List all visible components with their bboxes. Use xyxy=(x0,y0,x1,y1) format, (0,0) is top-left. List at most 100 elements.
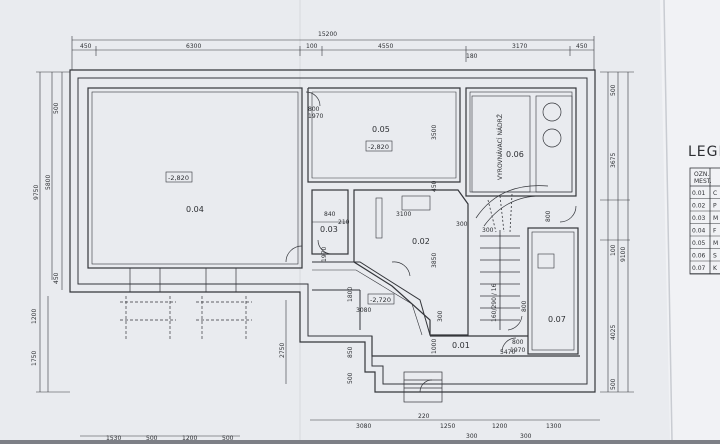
dim-e4: 9100 xyxy=(620,247,627,262)
corridor-walls xyxy=(312,261,431,336)
dim-w16: 800 xyxy=(521,300,528,312)
dim-w13: 3080 xyxy=(356,307,371,314)
terrace-windows xyxy=(120,267,443,403)
dim-w2: 1970 xyxy=(308,113,323,120)
dim-e2: 3675 xyxy=(610,153,617,168)
dim-w17: 5470 xyxy=(500,349,515,356)
dim-w12: 1800 xyxy=(347,287,354,302)
dim-w6: 210 xyxy=(338,219,350,226)
dim-a6: 450 xyxy=(576,43,588,50)
dim-d4: 450 xyxy=(53,272,60,284)
legend-name-1: C xyxy=(713,190,717,197)
dim-e1: 500 xyxy=(610,84,617,96)
level-005: -2,820 xyxy=(368,143,389,151)
dim-overall-width: 15200 xyxy=(318,31,337,38)
stairs xyxy=(475,185,549,330)
dim-g1: 1530 xyxy=(106,435,121,440)
dim-g2: 500 xyxy=(146,435,158,440)
room-label-004: 0.04 xyxy=(186,205,204,214)
room-006-walls xyxy=(465,87,577,197)
dim-w18: 800 xyxy=(512,339,524,346)
dim-w24: 220 xyxy=(418,413,430,420)
dim-e6: 500 xyxy=(610,378,617,390)
level-markers: -2,820 -2,820 -2,720 xyxy=(165,140,395,305)
legend-code-6: 0.06 xyxy=(692,253,706,260)
dim-w8: 300 xyxy=(456,221,468,228)
dim-w22: 850 xyxy=(347,346,354,358)
inner-dimensions: 800 1970 3500 450 840 210 3100 300 300 8… xyxy=(279,106,552,420)
dim-a5: 3170 xyxy=(512,43,527,50)
room-001-walls xyxy=(371,335,580,357)
legend-header-b: MEST. xyxy=(694,178,712,185)
room-005-walls xyxy=(307,87,461,183)
legend-code-4: 0.04 xyxy=(692,228,706,235)
room-007-walls xyxy=(527,227,579,355)
dim-a1: 450 xyxy=(80,43,92,50)
dim-w19: 1970 xyxy=(510,347,525,354)
room-label-007: 0.07 xyxy=(548,315,566,324)
legend-name-4: F xyxy=(713,228,717,235)
paper-left xyxy=(0,0,676,440)
legend-name-6: S xyxy=(713,253,717,260)
top-dimensions: 15200 450 6300 100 4550 3170 450 180 xyxy=(80,31,588,60)
level-004: -2,820 xyxy=(168,174,189,182)
dim-g3: 1200 xyxy=(182,435,197,440)
room-label-005: 0.05 xyxy=(372,125,390,134)
room-labels: 0.04 0.05 0.06 0.03 0.02 0.07 0.01 xyxy=(186,125,566,350)
legend-code-7: 0.07 xyxy=(692,265,706,272)
dim-f5: 300 xyxy=(466,433,478,440)
dim-g4: 500 xyxy=(222,435,234,440)
dimension-lines xyxy=(36,36,634,437)
dim-w23: 500 xyxy=(347,372,354,384)
legend-header-a: OZN. xyxy=(694,171,709,178)
dim-f1: 3080 xyxy=(356,423,371,430)
dim-b1: 180 xyxy=(466,53,478,60)
stair-label: 160/290 / 16 xyxy=(491,283,498,322)
legend-code-3: 0.03 xyxy=(692,215,706,222)
dim-d5: 1200 xyxy=(31,309,38,324)
dim-w21: 1000 xyxy=(431,339,438,354)
dim-a2: 6300 xyxy=(186,43,201,50)
legend: LEGE OZN. MEST. 0.01C0.02P0.03M0.04F0.05… xyxy=(688,144,720,275)
dim-w1: 800 xyxy=(308,106,320,113)
dim-w11: 1970 xyxy=(321,247,328,262)
dim-f2: 1250 xyxy=(440,423,455,430)
room-label-001: 0.01 xyxy=(452,341,470,350)
dim-a4: 4550 xyxy=(378,43,393,50)
dim-d3: 500 xyxy=(53,102,60,114)
dim-w3: 3500 xyxy=(431,125,438,140)
legend-code-2: 0.02 xyxy=(692,203,706,210)
level-002: -2,720 xyxy=(370,296,391,304)
dim-f3: 1200 xyxy=(492,423,507,430)
dim-a3: 100 xyxy=(306,43,318,50)
dim-w9: 300 xyxy=(482,227,494,234)
dim-w10: 800 xyxy=(545,210,552,222)
legend-name-3: M xyxy=(713,215,718,222)
dim-d2: 5800 xyxy=(45,175,52,190)
legend-title: LEGE xyxy=(688,144,720,160)
dim-w20: 2750 xyxy=(279,343,286,358)
dim-w4: 450 xyxy=(431,180,438,192)
right-dimensions: 500 3675 100 9100 4025 500 xyxy=(610,84,627,390)
dim-e3: 100 xyxy=(610,244,617,256)
door-swings xyxy=(285,91,577,393)
room-label-006: 0.06 xyxy=(506,150,524,159)
legend-code-5: 0.05 xyxy=(692,240,706,247)
dim-d6: 1750 xyxy=(31,351,38,366)
dim-f6: 300 xyxy=(520,433,532,440)
legend-code-1: 0.01 xyxy=(692,190,706,197)
dim-w5: 840 xyxy=(324,211,336,218)
legend-name-5: M xyxy=(713,240,718,247)
room-004-walls xyxy=(87,87,303,269)
room-label-002: 0.02 xyxy=(412,237,430,246)
room-label-003: 0.03 xyxy=(320,225,338,234)
dim-w7: 3100 xyxy=(396,211,411,218)
dim-f4: 1300 xyxy=(546,423,561,430)
left-dimensions: 9750 5800 500 450 1200 1750 xyxy=(31,102,60,366)
legend-name-7: K xyxy=(713,265,718,272)
dim-e5: 4025 xyxy=(610,325,617,340)
legend-name-2: P xyxy=(713,203,717,210)
